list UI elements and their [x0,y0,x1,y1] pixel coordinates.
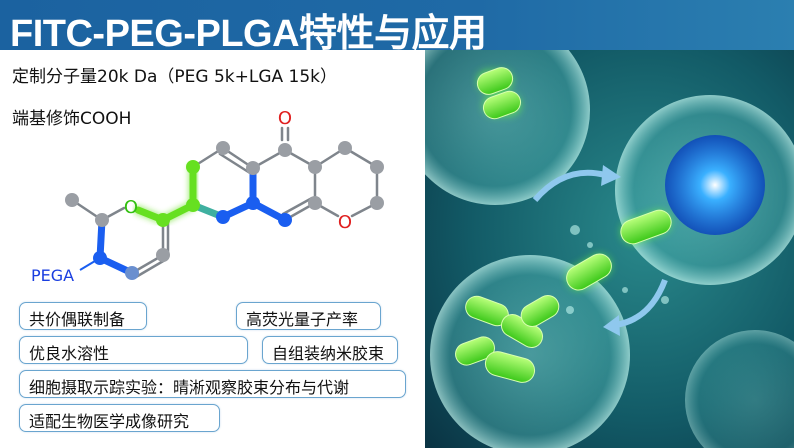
pega-label: PEGA [31,266,74,285]
tag-cell-uptake-tracing: 细胞摄取示踪实验：晴淅观察胶束分布与代谢 [19,370,406,398]
molecule-structure: O O O PEGA [31,108,384,285]
end-group-text: 端基修饰COOH [12,109,132,129]
cell-uptake-illustration [425,50,794,448]
tag-water-solubility: 优良水溶性 [19,336,248,364]
arrow-icon [532,169,606,202]
nucleus [665,135,765,235]
tag-bioimaging: 适配生物医学成像研究 [19,404,220,432]
carbonyl-oxygen-label: O [278,108,292,129]
fitc-oxygen-label: O [124,197,138,218]
ring-oxygen-label: O [338,212,352,233]
header-bar: FITC-PEG-PLGA特性与应用 [0,0,794,55]
tag-self-assembly-micelle: 自组装纳米胶束 [262,336,398,364]
tag-high-quantum-yield: 高荧光量子产率 [236,302,381,330]
tag-covalent-coupling: 共价偶联制备 [19,302,147,330]
molecular-weight-text: 定制分子量20k Da（PEG 5k+LGA 15k） [12,67,338,87]
page-title: FITC-PEG-PLGA特性与应用 [10,13,487,55]
arrow-icon [614,278,668,328]
